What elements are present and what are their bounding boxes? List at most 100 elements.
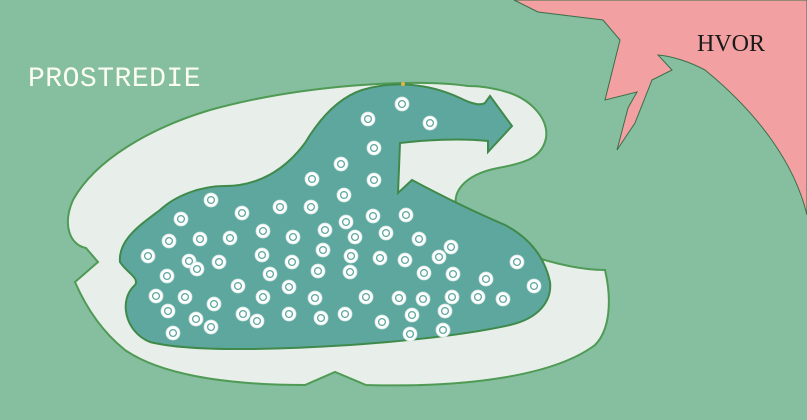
cell-membrane [375,315,389,329]
cell [250,314,264,328]
cell-membrane [444,240,458,254]
cell [141,249,155,263]
cell [445,290,459,304]
cell [417,266,431,280]
cell [223,231,237,245]
cell [405,308,419,322]
cell [392,291,406,305]
cell [338,307,352,321]
cell [359,290,373,304]
cell [432,250,446,264]
cell [304,200,318,214]
cell-membrane [166,326,180,340]
cell-membrane [392,291,406,305]
cell-membrane [367,173,381,187]
cell-membrane [160,269,174,283]
cell [343,265,357,279]
cell [367,173,381,187]
cell-membrane [193,232,207,246]
cell-membrane [286,230,300,244]
cell [436,323,450,337]
cell-membrane [338,307,352,321]
cell [149,289,163,303]
cell-membrane [395,97,409,111]
cell [510,255,524,269]
cell-membrane [282,280,296,294]
cell-membrane [496,292,510,306]
cell-membrane [141,249,155,263]
cell [403,327,417,341]
cell [282,307,296,321]
cell-membrane [479,272,493,286]
cell-membrane [348,230,362,244]
cell [318,223,332,237]
cell [311,264,325,278]
cell [305,172,319,186]
cell-membrane [367,141,381,155]
cell [527,279,541,293]
cell [348,230,362,244]
cell-membrane [423,116,437,130]
cell-membrane [471,290,485,304]
cell [286,230,300,244]
cell [344,249,358,263]
cell [174,212,188,226]
cell-membrane [405,308,419,322]
cell-membrane [417,266,431,280]
cell-membrane [162,234,176,248]
cell-membrane [361,112,375,126]
cell-membrane [446,267,460,281]
cell [339,215,353,229]
cell-membrane [339,215,353,229]
cell [398,253,412,267]
cell-membrane [399,208,413,222]
cell-membrane [256,224,270,238]
cell-membrane [189,312,203,326]
cell-membrane [190,262,204,276]
cell-membrane [174,212,188,226]
cell-membrane [308,291,322,305]
cell-membrane [212,255,226,269]
cell-membrane [235,206,249,220]
cell-membrane [161,304,175,318]
cell [471,290,485,304]
cell-membrane [285,255,299,269]
cell [444,240,458,254]
cell-membrane [255,248,269,262]
cell [285,255,299,269]
cell-membrane [311,264,325,278]
cell-membrane [149,289,163,303]
cell-membrane [223,231,237,245]
cell-membrane [527,279,541,293]
cell-membrane [273,200,287,214]
cell [496,292,510,306]
cell [282,280,296,294]
cell [204,320,218,334]
cell [178,290,192,304]
cell-membrane [436,323,450,337]
cell [256,224,270,238]
cell [204,193,218,207]
cell [446,267,460,281]
cell-membrane [337,188,351,202]
cell [212,255,226,269]
cell [423,116,437,130]
cell [395,97,409,111]
cell-membrane [178,290,192,304]
cell [256,290,270,304]
cell [160,269,174,283]
cell-membrane [207,297,221,311]
cell [479,272,493,286]
cell-membrane [236,307,250,321]
cell-membrane [318,223,332,237]
cell-membrane [231,279,245,293]
accent-dot [401,82,405,86]
cell-membrane [334,157,348,171]
cell-membrane [416,292,430,306]
host-label: HVOR [697,31,765,57]
cell-membrane [204,193,218,207]
cell [314,311,328,325]
cell-membrane [344,249,358,263]
